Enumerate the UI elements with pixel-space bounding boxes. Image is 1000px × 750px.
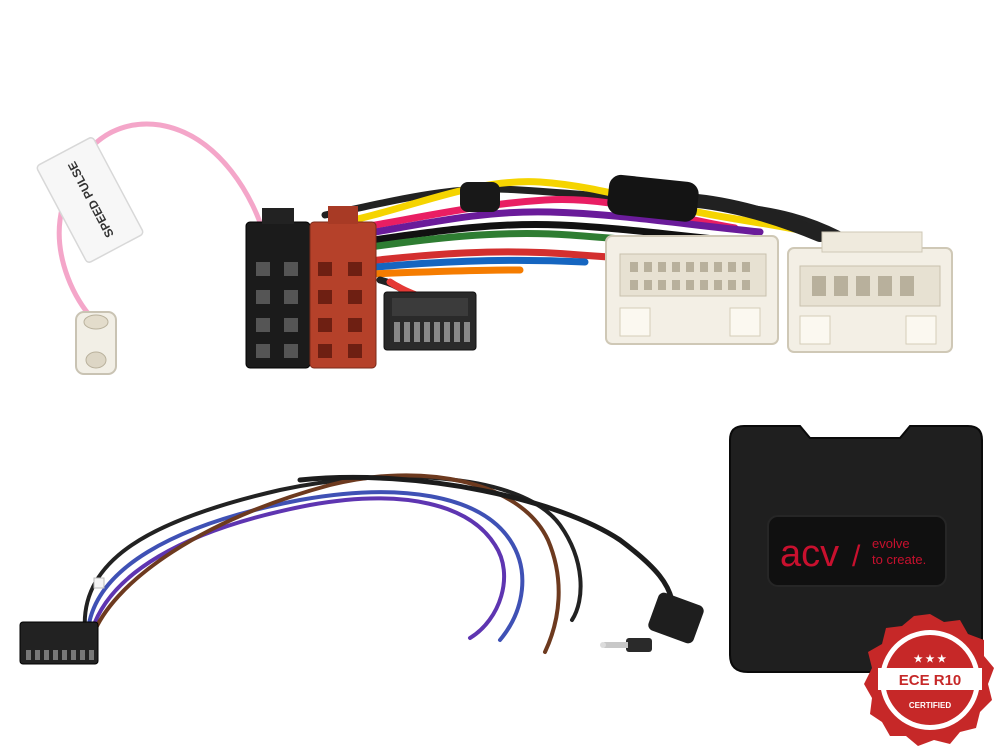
antenna-connector: [75, 311, 117, 375]
speed-pulse-tag: SPEED PULSE: [36, 137, 144, 263]
shrink-tube: [460, 182, 500, 212]
wire-bundle: [321, 178, 844, 306]
shrink-tube: [607, 174, 699, 222]
top-wiring-harness: SPEED PULSE: [36, 121, 953, 375]
head-unit-connector-bottom: [19, 621, 99, 665]
vehicle-connector-right: [787, 231, 953, 353]
interface-box: acv / evolve to create.: [729, 425, 983, 673]
cable-clip: [93, 577, 105, 589]
ece-r10-certified-badge: ★ ★ ★ ECE R10 CERTIFIED: [864, 614, 994, 746]
pink-speed-wire: [56, 121, 268, 321]
head-unit-connector-top: [383, 291, 477, 351]
acv-logo-text: acv: [780, 533, 839, 575]
acv-tagline-line2: to create.: [872, 552, 926, 567]
badge-title: ECE R10: [899, 672, 962, 689]
acv-logo: acv / evolve to create.: [780, 533, 926, 575]
acv-tagline-line1: evolve: [872, 536, 910, 551]
iso-brown-connector: [309, 206, 377, 369]
acv-logo-slash: /: [852, 540, 861, 573]
iso-black-connector: [245, 208, 311, 369]
steering-control-lead: [19, 473, 704, 665]
jack-plug: [600, 592, 704, 652]
badge-stars: ★ ★ ★: [914, 654, 946, 665]
vehicle-connector-left: [605, 235, 779, 345]
badge-subtitle: CERTIFIED: [909, 701, 951, 710]
